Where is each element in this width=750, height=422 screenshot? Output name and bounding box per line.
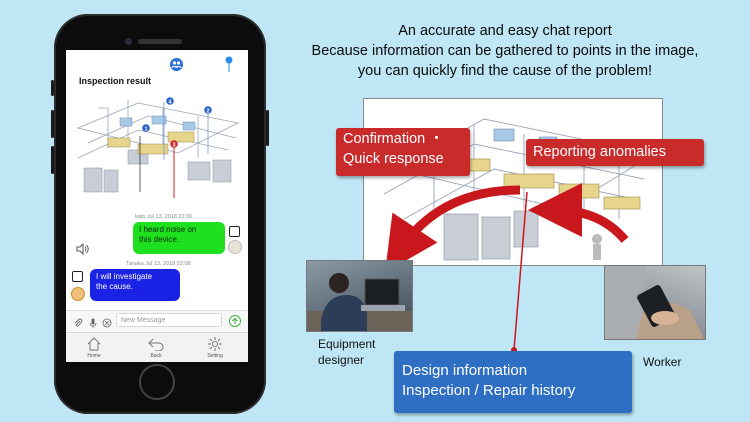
location-pin-icon[interactable] <box>224 56 234 74</box>
tab-back-label: Back <box>150 353 162 359</box>
volume-down-button <box>51 146 54 174</box>
svg-text:2: 2 <box>206 108 209 114</box>
home-icon <box>87 337 101 351</box>
facility-diagram <box>363 98 663 266</box>
worker-photo <box>604 265 706 340</box>
tab-home-label: Home <box>87 353 101 359</box>
callout-text: Design information <box>402 362 528 379</box>
headline-line: Because information can be gathered to p… <box>311 43 699 59</box>
marker-3[interactable]: 3 <box>170 140 178 148</box>
back-icon <box>148 338 164 352</box>
app-screen: Inspection result <box>66 50 248 362</box>
message-text: this device. <box>139 235 180 244</box>
message-text: I will investigate <box>96 272 153 281</box>
designer-label: Equipment designer <box>318 336 375 368</box>
message-text: the cause. <box>96 282 133 291</box>
svg-text:4: 4 <box>168 99 172 105</box>
pointer-line <box>513 191 528 351</box>
plant-diagram-image[interactable]: 1 2 3 4 <box>68 88 246 200</box>
arrow-from-worker <box>528 183 629 243</box>
message-text: I heard noise on <box>139 225 197 234</box>
marker-1[interactable]: 1 <box>142 124 150 132</box>
send-icon[interactable] <box>229 314 241 327</box>
reporting-callout: Reporting anomalies <box>526 139 704 166</box>
gear-icon <box>208 337 222 351</box>
message-checkbox[interactable] <box>72 271 83 282</box>
design-info-callout: Design information Inspection / Repair h… <box>394 351 632 413</box>
label-text: designer <box>318 353 365 367</box>
marker-4[interactable]: 4 <box>166 97 174 105</box>
message-bubble-outgoing[interactable]: I will investigate the cause. <box>90 269 180 301</box>
front-camera <box>125 38 132 45</box>
headline-line: An accurate and easy chat report <box>398 23 612 39</box>
attach-icon[interactable] <box>73 315 83 327</box>
tab-bar <box>66 332 248 362</box>
tab-back[interactable] <box>147 337 165 352</box>
avatar <box>71 287 85 301</box>
tab-home[interactable] <box>86 336 102 352</box>
mute-switch <box>51 80 54 96</box>
callout-text: Inspection / Repair history <box>402 382 576 399</box>
power-button <box>266 110 269 146</box>
tab-setting[interactable] <box>207 336 223 352</box>
confirmation-callout: Confirmation ・ Quick response <box>336 128 470 176</box>
users-icon[interactable] <box>170 58 183 71</box>
message-checkbox[interactable] <box>229 226 240 237</box>
callout-text: Quick response <box>343 151 444 167</box>
volume-up-button <box>51 110 54 138</box>
earpiece-speaker <box>138 39 182 44</box>
message-meta: Tanaka Jul 13, 2018 22:08 <box>126 261 191 267</box>
arrow-to-designer <box>385 185 521 273</box>
tab-setting-label: Setting <box>207 353 223 359</box>
avatar <box>228 240 242 254</box>
svg-text:3: 3 <box>172 142 175 148</box>
page-title: Inspection result <box>79 76 152 86</box>
message-bubble-incoming[interactable]: I heard noise on this device. <box>133 222 225 254</box>
headline: An accurate and easy chat report Because… <box>270 21 740 81</box>
speaker-icon[interactable] <box>76 242 90 256</box>
message-input[interactable]: New Message <box>116 313 222 327</box>
worker-label: Worker <box>643 355 682 369</box>
headline-line: you can quickly find the cause of the pr… <box>357 63 653 79</box>
callout-text: Confirmation ・ <box>343 131 444 147</box>
clear-icon[interactable] <box>102 315 112 328</box>
microphone-icon[interactable] <box>89 315 97 328</box>
marker-2[interactable]: 2 <box>204 106 212 114</box>
designer-photo <box>306 260 413 332</box>
message-meta: kato Jul 13, 2018 22:06 <box>135 214 193 220</box>
svg-text:1: 1 <box>144 126 147 132</box>
home-button[interactable] <box>139 364 175 400</box>
label-text: Equipment <box>318 337 376 351</box>
